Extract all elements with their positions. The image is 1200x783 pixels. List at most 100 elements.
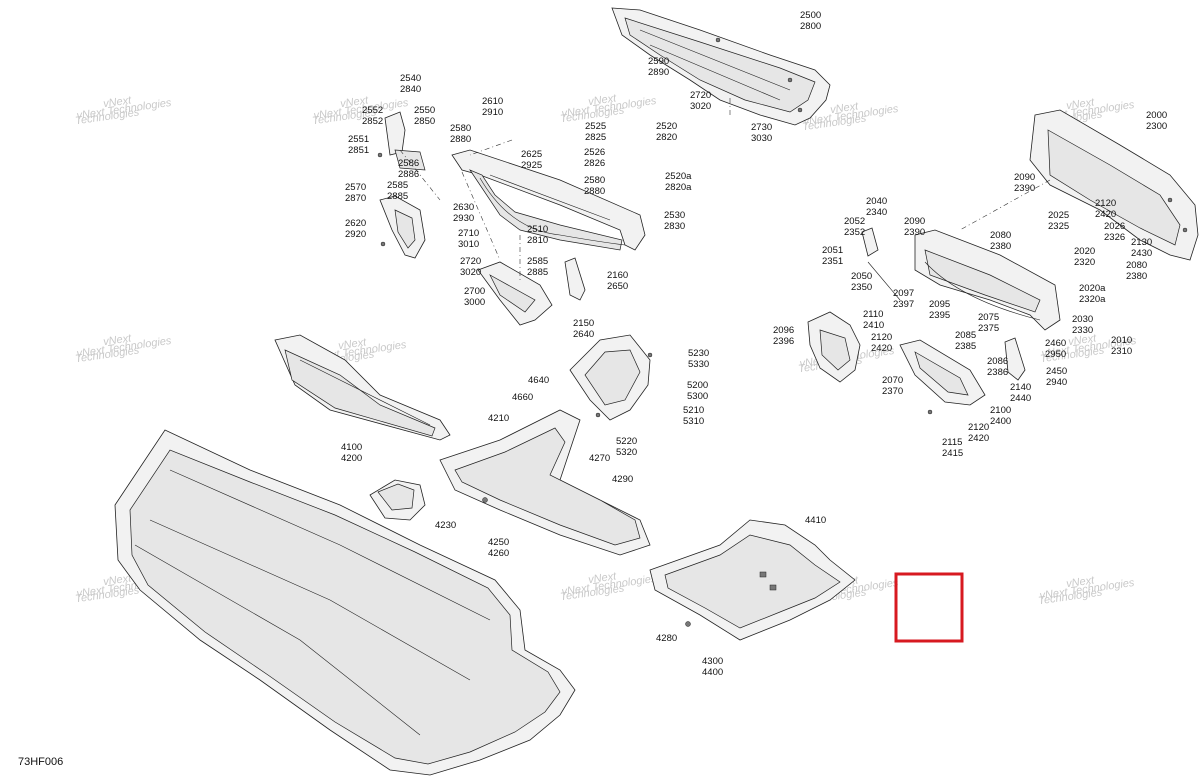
callout-number: 4270 [589, 453, 610, 464]
callout-number: 2586 [398, 158, 419, 169]
callout-number: 2090 [904, 216, 925, 227]
callout-number: 2550 [414, 105, 435, 116]
callout-4640: 4640 [528, 375, 549, 386]
callout-number-alt: 2640 [573, 329, 594, 340]
callout-number-alt: 2410 [863, 320, 884, 331]
callout-number: 2590 [648, 56, 669, 67]
callout-4410: 4410 [805, 515, 826, 526]
callout-number: 4230 [435, 520, 456, 531]
watermark-line1: vNext [102, 332, 132, 348]
callout-number: 2150 [573, 318, 594, 329]
callout-4210: 4210 [488, 413, 509, 424]
callout-number: 2010 [1111, 335, 1132, 346]
callout-number-alt: 2825 [585, 132, 606, 143]
callout-number-alt: 5330 [688, 359, 709, 370]
callout-number-alt: 2810 [527, 235, 548, 246]
door-panel-lower-left [477, 235, 586, 326]
watermark-line1: vNext [339, 94, 369, 110]
callout-number: 2510 [527, 224, 548, 235]
callout-number: 2090 [1014, 172, 1035, 183]
callout-number: 4300 [702, 656, 723, 667]
callout-number: 4660 [512, 392, 533, 403]
callout-number: 2115 [942, 437, 962, 448]
callout-number: 2040 [866, 196, 887, 207]
callout-number-alt: 2420 [968, 433, 989, 444]
callout-number-alt: 2330 [1072, 325, 1093, 336]
callout-number: 2130 [1131, 237, 1152, 248]
callout-number: 2120 [968, 422, 989, 433]
callout-number-alt: 2850 [414, 116, 435, 127]
callout-number-alt: 2300 [1146, 121, 1167, 132]
callout-number-alt: 4400 [702, 667, 723, 678]
callout-number-alt: 3030 [751, 133, 772, 144]
callout-number: 2075 [978, 312, 999, 323]
callout-number-alt: 2390 [904, 227, 925, 238]
callout-number-alt: 2880 [450, 134, 471, 145]
callout-number: 2585 [527, 256, 548, 267]
callout-number: 2120 [871, 332, 892, 343]
callout-number-alt: 2390 [1014, 183, 1035, 194]
callout-number-alt: 2910 [482, 107, 503, 118]
latch-bracket-small [379, 195, 426, 259]
callout-number: 2552 [362, 105, 383, 116]
callout-number: 2096 [773, 325, 794, 336]
callout-number: 2625 [521, 149, 542, 160]
callout-number-alt: 3020 [460, 267, 481, 278]
callout-number-alt: 2420 [1095, 209, 1116, 220]
callout-number-alt: 2380 [1126, 271, 1147, 282]
callout-number-alt: 2400 [990, 416, 1011, 427]
callout-number-alt: 2800 [800, 21, 821, 32]
callout-number: 2020 [1074, 246, 1095, 257]
callout-number-alt: 2840 [400, 84, 421, 95]
callout-4270: 4270 [589, 453, 610, 464]
callout-number-alt: 3010 [458, 239, 479, 250]
callout-number-alt: 2415 [942, 448, 963, 459]
callout-number-alt: 2397 [893, 299, 914, 310]
callout-number-alt: 2890 [648, 67, 669, 78]
callout-number-alt: 2940 [1046, 377, 1067, 388]
callout-number: 2551 [348, 134, 369, 145]
callout-number: 2720 [690, 90, 711, 101]
callout-4280: 4280 [656, 633, 677, 644]
callout-number-alt: 2852 [362, 116, 383, 127]
callout-number: 2520a [665, 171, 692, 182]
callout-number: 2530 [664, 210, 685, 221]
callout-number-alt: 2385 [955, 341, 976, 352]
callout-number: 2610 [482, 96, 503, 107]
callout-number: 4290 [612, 474, 633, 485]
callout-number-alt: 2830 [664, 221, 685, 232]
callout-number: 2630 [453, 202, 474, 213]
door-panel-lower-right [899, 337, 1026, 415]
